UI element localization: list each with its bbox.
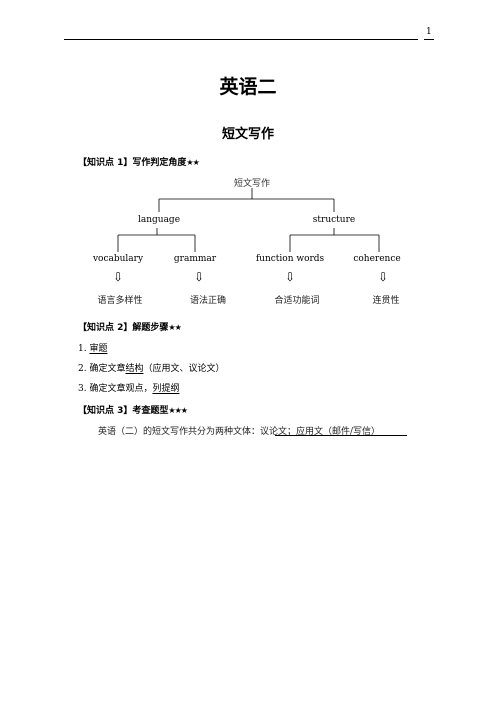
knowledge-point-2-stars: ★★ xyxy=(168,323,181,332)
tree-node-structure: structure xyxy=(312,215,356,225)
step-1-keyword: 审题 xyxy=(89,344,108,354)
tree-root-node: 短文写作 xyxy=(233,179,271,189)
knowledge-point-2-heading: 【知识点 2】解题步骤★★ xyxy=(78,320,182,333)
tree-node-coherence: coherence xyxy=(353,254,401,264)
down-arrow-icon: ⇩ xyxy=(377,270,389,284)
page-number: 1 xyxy=(426,27,432,37)
highlight-underline xyxy=(275,435,407,436)
tree-node-grammar: grammar xyxy=(173,254,217,264)
step-item-1: 1. 审题 xyxy=(78,341,107,354)
down-arrow-icon: ⇩ xyxy=(193,270,205,284)
tree-node-vocabulary: vocabulary xyxy=(92,254,144,264)
document-title: 英语二 xyxy=(219,76,277,98)
step-item-3: 3. 确定文章观点，列提纲 xyxy=(78,381,179,394)
tree-leaf-correct-grammar: 语法正确 xyxy=(189,296,227,306)
knowledge-point-3-stars: ★★★ xyxy=(168,406,187,415)
step-2-rest: （应用文、议论文） xyxy=(143,364,225,374)
down-arrow-icon: ⇩ xyxy=(284,270,296,284)
down-arrow-icon: ⇩ xyxy=(112,270,124,284)
tree-leaf-function-words: 合适功能词 xyxy=(274,296,320,306)
header-rule xyxy=(64,39,418,40)
step-2-number: 2. 确定文章 xyxy=(78,364,126,374)
step-item-2: 2. 确定文章结构（应用文、议论文） xyxy=(78,361,224,374)
step-3-number: 3. 确定文章观点， xyxy=(78,384,153,394)
exam-format-sentence: 英语（二）的短文写作共分为两种文体：议论文；应用文（邮件/写信） xyxy=(98,424,380,437)
knowledge-point-1-heading: 【知识点 1】写作判定角度★★ xyxy=(78,155,200,168)
exam-format-highlight: 议论文；应用文（邮件/写信） xyxy=(260,427,381,437)
knowledge-point-1-label: 【知识点 1】写作判定角度 xyxy=(78,158,187,168)
knowledge-point-2-label: 【知识点 2】解题步骤 xyxy=(78,323,169,333)
knowledge-point-3-label: 【知识点 3】考查题型 xyxy=(78,406,169,416)
section-subtitle: 短文写作 xyxy=(221,127,274,142)
step-1-number: 1. xyxy=(78,344,90,354)
tree-node-function-words: function words xyxy=(255,254,325,264)
exam-format-prefix: 英语（二）的短文写作共分为两种文体： xyxy=(98,427,261,437)
tree-node-language: language xyxy=(137,215,181,225)
knowledge-point-1-stars: ★★ xyxy=(186,158,199,167)
step-3-keyword: 列提纲 xyxy=(152,384,180,394)
page-number-rule xyxy=(424,39,434,40)
knowledge-point-3-heading: 【知识点 3】考查题型★★★ xyxy=(78,403,188,416)
step-2-keyword: 结构 xyxy=(125,364,144,374)
tree-leaf-coherence: 连贯性 xyxy=(372,296,400,306)
tree-leaf-language-variety: 语言多样性 xyxy=(97,296,143,306)
